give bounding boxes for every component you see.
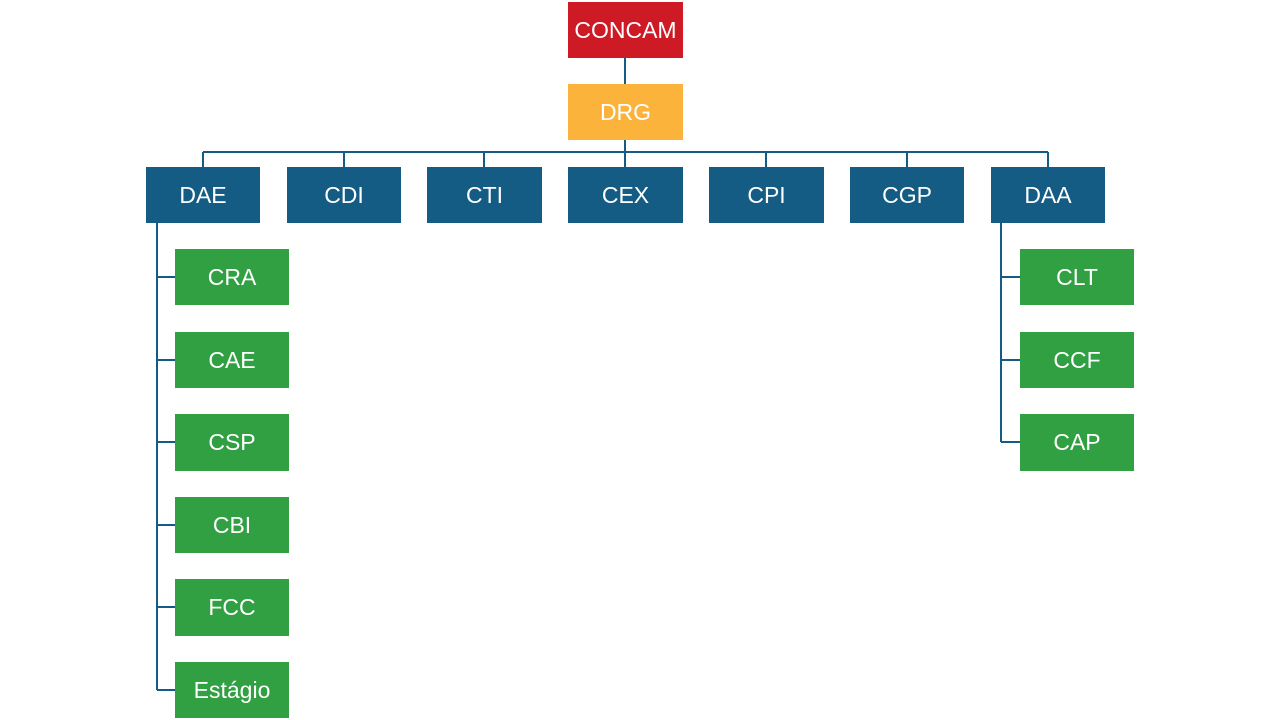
node-daa: DAA xyxy=(991,167,1105,223)
node-cae: CAE xyxy=(175,332,289,388)
node-cdi: CDI xyxy=(287,167,401,223)
node-csp: CSP xyxy=(175,414,289,471)
node-estagio: Estágio xyxy=(175,662,289,718)
node-concam: CONCAM xyxy=(568,2,683,58)
node-clt: CLT xyxy=(1020,249,1134,305)
node-drg: DRG xyxy=(568,84,683,140)
node-cpi: CPI xyxy=(709,167,824,223)
node-cti: CTI xyxy=(427,167,542,223)
node-cex: CEX xyxy=(568,167,683,223)
node-ccf: CCF xyxy=(1020,332,1134,388)
node-dae: DAE xyxy=(146,167,260,223)
node-cbi: CBI xyxy=(175,497,289,553)
node-cap: CAP xyxy=(1020,414,1134,471)
node-cra: CRA xyxy=(175,249,289,305)
node-cgp: CGP xyxy=(850,167,964,223)
node-fcc: FCC xyxy=(175,579,289,636)
